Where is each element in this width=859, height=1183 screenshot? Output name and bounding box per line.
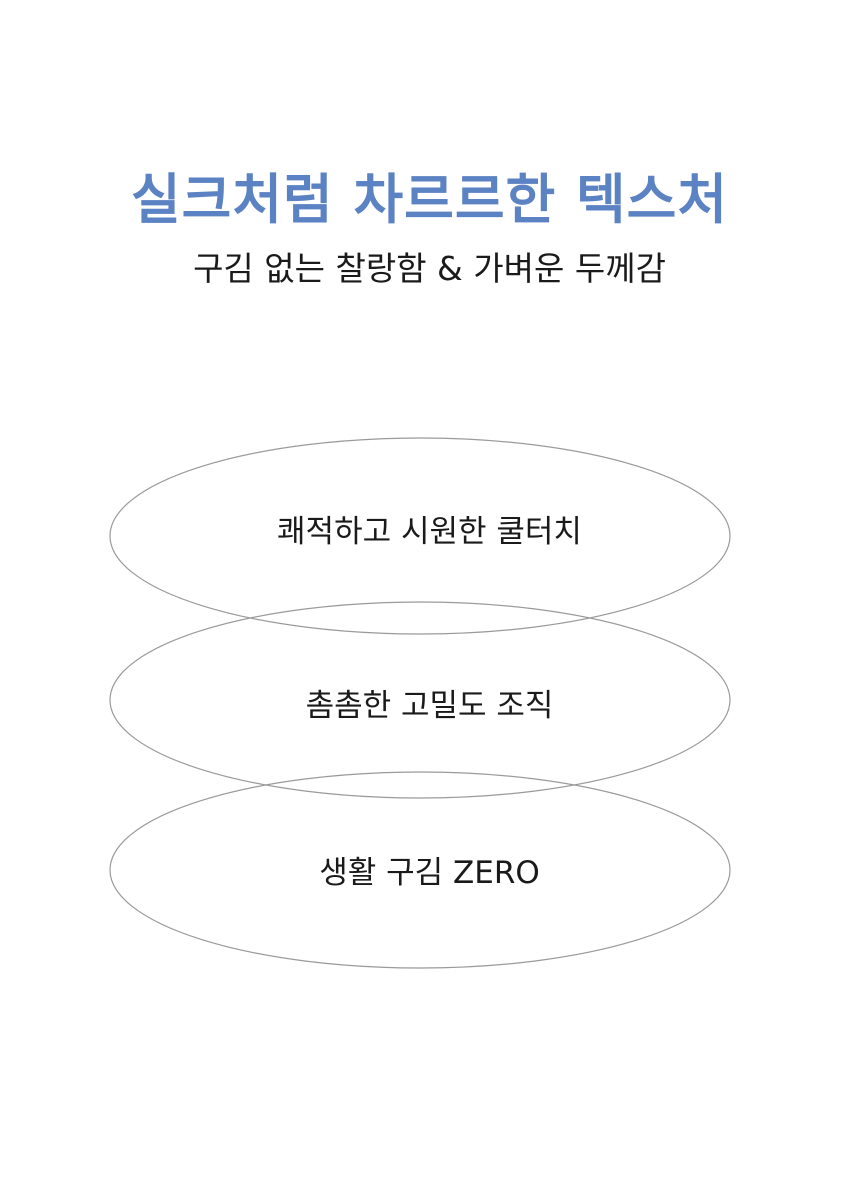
feature-label-dense-weave: 촘촘한 고밀도 조직 — [305, 688, 554, 724]
feature-ellipse-3 — [109, 771, 731, 969]
feature-ellipse-1 — [109, 437, 731, 635]
feature-label-cool-touch: 쾌적하고 시원한 쿨터치 — [277, 514, 582, 550]
feature-label-wrinkle-free: 생활 구김 ZERO — [319, 855, 540, 891]
feature-ellipse-2 — [109, 601, 731, 799]
headline: 실크처럼 차르르한 텍스처 — [130, 168, 729, 231]
subheadline: 구김 없는 찰랑함 & 가벼운 두께감 — [193, 249, 666, 288]
